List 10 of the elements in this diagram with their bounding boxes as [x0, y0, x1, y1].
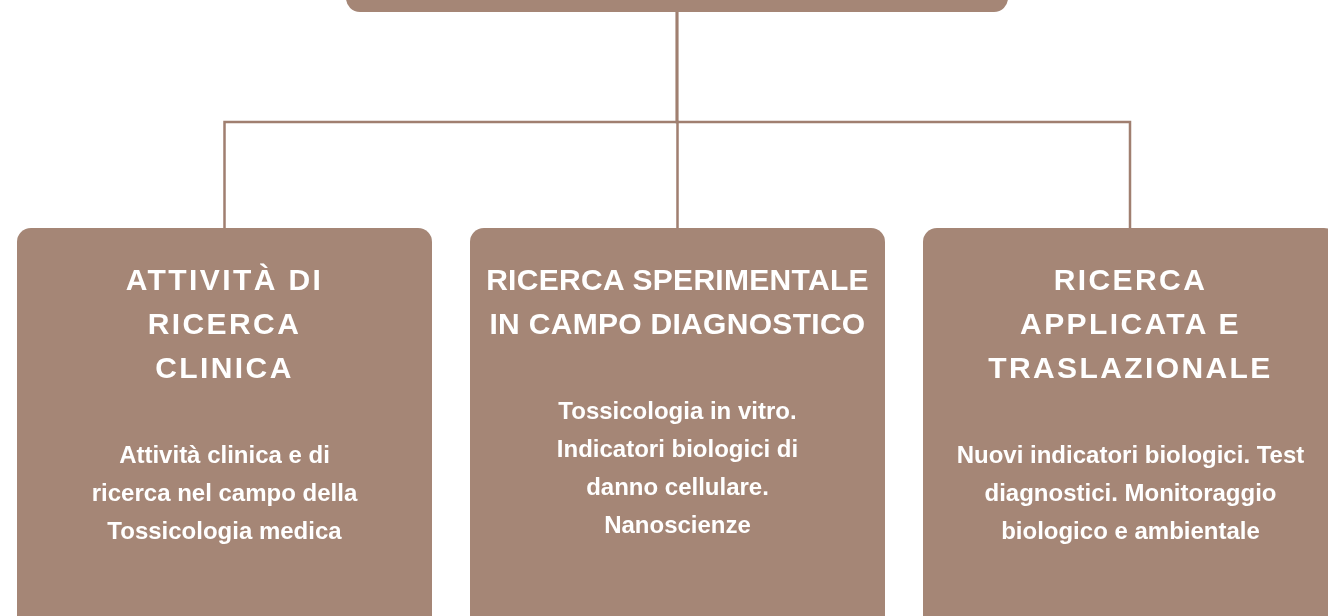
- box-description: Nuovi indicatori biologici. Test diagnostici. Monitoraggio biologico e ambientale: [955, 440, 1306, 546]
- category-box: [923, 228, 1328, 616]
- box-heading: RICERCA SPERIMENTALE IN CAMPO DIAGNOSTICO: [485, 262, 870, 342]
- category-box: [470, 228, 885, 616]
- box-heading: ATTIVITÀ DI RICERCA CLINICA: [124, 262, 325, 386]
- box-description: Tossicologia in vitro. Indicatori biologici di danno cellulare. Nanoscienze: [555, 396, 800, 540]
- box-description: Attività clinica e di ricerca nel campo della Tossicologia medica: [90, 440, 359, 546]
- box-heading: RICERCA APPLICATA E TRASLAZIONALE: [987, 262, 1274, 386]
- category-box: [17, 228, 432, 616]
- connector-line: [675, 12, 1132, 228]
